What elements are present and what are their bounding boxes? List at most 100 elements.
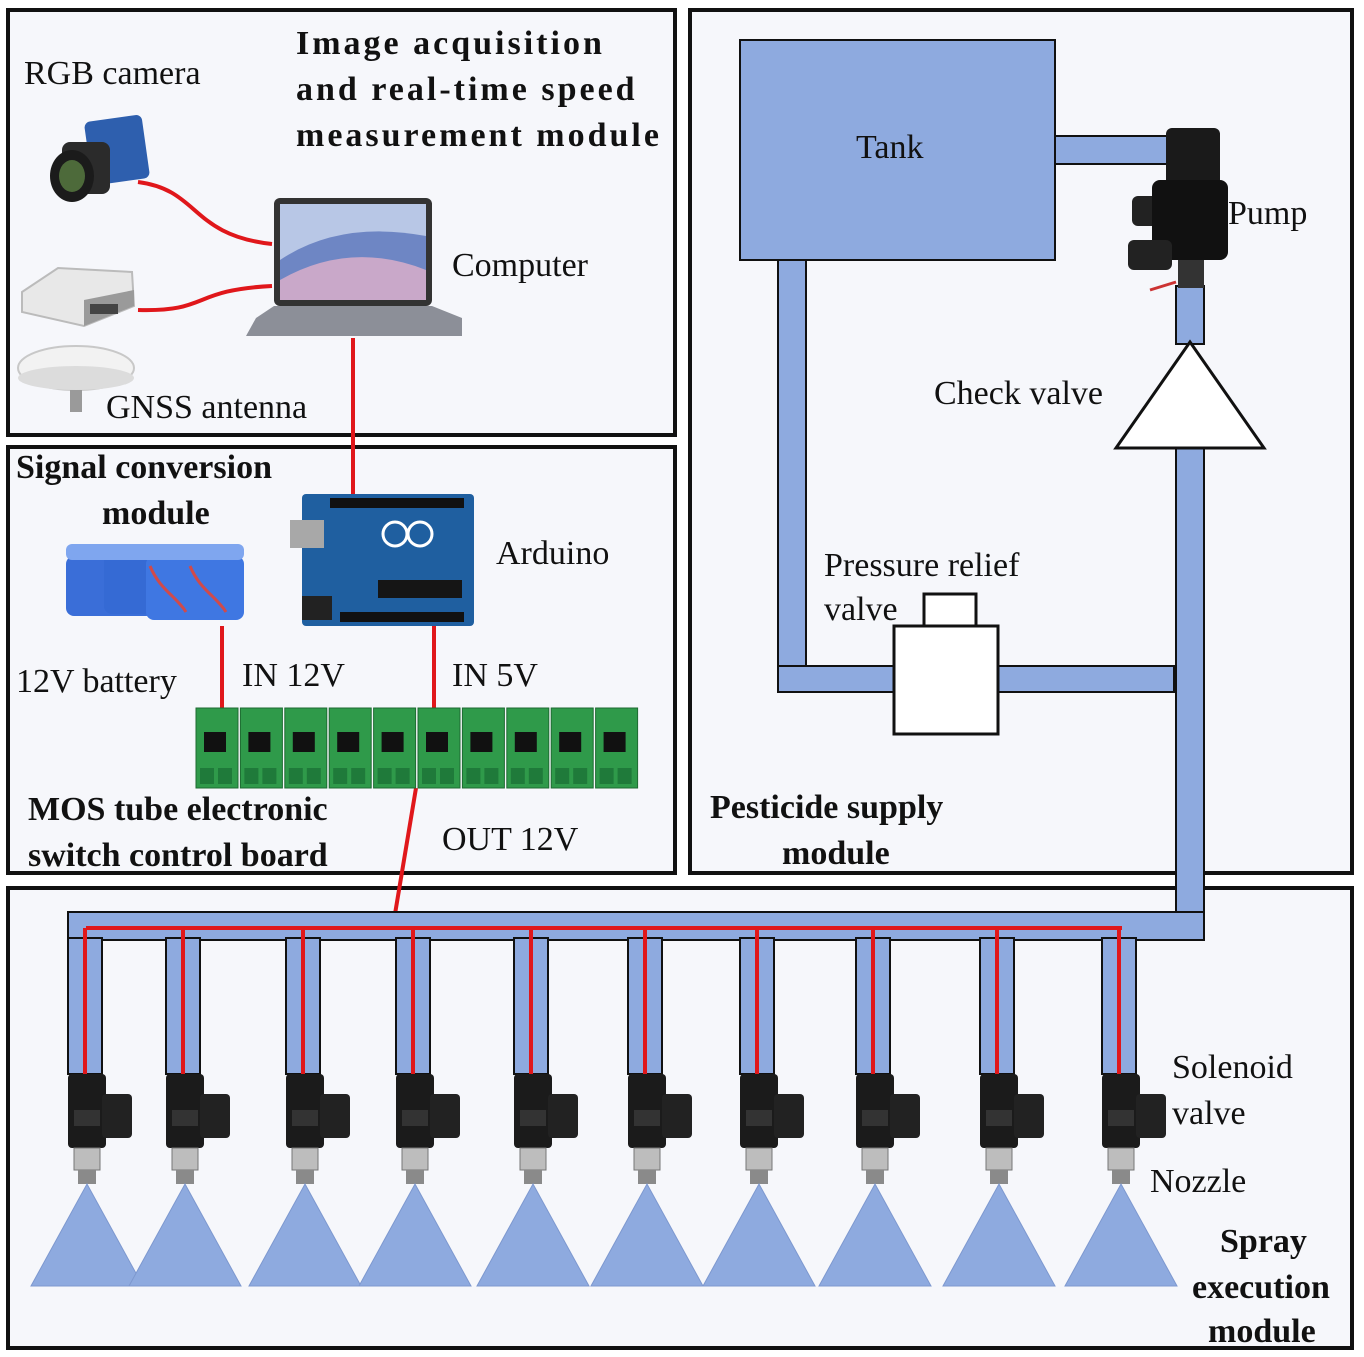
out12v-label: OUT 12V bbox=[442, 821, 579, 858]
arduino-label: Arduino bbox=[496, 535, 609, 572]
nozzle-icon bbox=[291, 1147, 319, 1184]
solenoid-valve-label: Solenoid valve bbox=[1172, 1049, 1293, 1132]
computer-icon bbox=[246, 198, 462, 336]
svg-text:Spray: Spray bbox=[1220, 1223, 1307, 1260]
mos-switch-board-icon bbox=[195, 707, 639, 789]
mos-switch-module bbox=[461, 707, 505, 789]
mos-switch-module bbox=[550, 707, 594, 789]
svg-text:measurement module: measurement module bbox=[296, 117, 662, 154]
spray-cone bbox=[248, 1182, 362, 1287]
svg-text:module: module bbox=[102, 495, 210, 532]
spray-unit bbox=[1064, 928, 1178, 1287]
mos-switch-module bbox=[373, 707, 417, 789]
solenoid-valve-icon bbox=[68, 1074, 132, 1148]
spray-unit bbox=[942, 928, 1056, 1287]
pump-icon bbox=[1128, 128, 1228, 292]
spray-unit bbox=[590, 928, 704, 1287]
spray-module-title: Spray execution module bbox=[1192, 1223, 1330, 1350]
svg-text:Solenoid: Solenoid bbox=[1172, 1049, 1293, 1086]
mos-switch-module bbox=[595, 707, 639, 789]
battery-icon bbox=[66, 544, 244, 620]
camera-cable bbox=[137, 180, 355, 500]
svg-text:Pressure relief: Pressure relief bbox=[824, 547, 1020, 584]
spray-cone bbox=[1064, 1182, 1178, 1287]
mos-switch-module bbox=[506, 707, 550, 789]
spray-unit bbox=[248, 928, 362, 1287]
svg-text:switch control board: switch control board bbox=[28, 837, 328, 874]
spray-cone bbox=[476, 1182, 590, 1287]
mos-switch-module bbox=[195, 707, 239, 789]
spray-cone bbox=[590, 1182, 704, 1287]
nozzle-label: Nozzle bbox=[1150, 1163, 1246, 1200]
spray-unit bbox=[818, 928, 932, 1287]
spray-unit bbox=[30, 928, 144, 1287]
solenoid-valve-icon bbox=[396, 1074, 460, 1148]
solenoid-valve-icon bbox=[514, 1074, 578, 1148]
solenoid-valve-icon bbox=[740, 1074, 804, 1148]
spray-unit bbox=[128, 928, 242, 1287]
gnss-receiver-icon bbox=[21, 266, 136, 328]
tank-label: Tank bbox=[856, 129, 924, 166]
pressure-relief-valve-label: Pressure relief valve bbox=[824, 547, 1020, 628]
nozzle-icon bbox=[985, 1147, 1013, 1184]
solenoid-valve-icon bbox=[628, 1074, 692, 1148]
image-module-title: Image acquisition and real-time speed me… bbox=[296, 25, 662, 154]
nozzle-icon bbox=[745, 1147, 773, 1184]
arduino-board-icon bbox=[290, 494, 474, 626]
pesticide-module-title: Pesticide supply module bbox=[710, 789, 943, 872]
pressure-relief-valve-icon bbox=[892, 592, 1000, 736]
solenoid-valve-icon bbox=[1102, 1074, 1166, 1148]
svg-text:Pesticide supply: Pesticide supply bbox=[710, 789, 943, 826]
mos-board-label: MOS tube electronic switch control board bbox=[28, 791, 328, 874]
nozzle-icon bbox=[861, 1147, 889, 1184]
nozzle-icon bbox=[171, 1147, 199, 1184]
svg-text:module: module bbox=[1208, 1313, 1316, 1350]
solenoid-valve-icon bbox=[286, 1074, 350, 1148]
mos-switch-module bbox=[417, 707, 461, 789]
in5v-label: IN 5V bbox=[452, 657, 538, 694]
nozzle-icon bbox=[519, 1147, 547, 1184]
pump-label: Pump bbox=[1228, 195, 1307, 232]
computer-label: Computer bbox=[452, 247, 589, 284]
solenoid-valve-icon bbox=[856, 1074, 920, 1148]
nozzle-icon bbox=[73, 1147, 101, 1184]
tank bbox=[739, 39, 1056, 261]
solenoid-valve-icon bbox=[166, 1074, 230, 1148]
spray-units bbox=[30, 928, 1178, 1287]
rgb-camera-label: RGB camera bbox=[24, 55, 201, 92]
check-valve-label: Check valve bbox=[934, 375, 1103, 412]
battery-label: 12V battery bbox=[16, 663, 177, 700]
spray-cone bbox=[818, 1182, 932, 1287]
solenoid-valve-icon bbox=[980, 1074, 1044, 1148]
gnss-antenna-label: GNSS antenna bbox=[106, 389, 307, 426]
in12v-label: IN 12V bbox=[242, 657, 345, 694]
svg-text:and real-time speed: and real-time speed bbox=[296, 71, 638, 108]
signal-module-title: Signal conversion module bbox=[16, 449, 272, 532]
spray-cone bbox=[702, 1182, 816, 1287]
rgb-camera-icon bbox=[50, 115, 150, 202]
power-wires bbox=[220, 626, 436, 921]
gnss-antenna-icon bbox=[17, 345, 135, 412]
spray-cone bbox=[358, 1182, 472, 1287]
nozzle-icon bbox=[633, 1147, 661, 1184]
spray-cone bbox=[942, 1182, 1056, 1287]
svg-text:valve: valve bbox=[824, 591, 898, 628]
nozzle-icon bbox=[1107, 1147, 1135, 1184]
spray-cone bbox=[128, 1182, 242, 1287]
mos-switch-module bbox=[284, 707, 328, 789]
svg-text:valve: valve bbox=[1172, 1095, 1246, 1132]
mos-switch-module bbox=[239, 707, 283, 789]
svg-text:Image acquisition: Image acquisition bbox=[296, 25, 605, 62]
svg-text:Signal conversion: Signal conversion bbox=[16, 449, 272, 486]
svg-text:module: module bbox=[782, 835, 890, 872]
check-valve-icon bbox=[1113, 339, 1267, 450]
mos-switch-module bbox=[328, 707, 372, 789]
nozzle-icon bbox=[401, 1147, 429, 1184]
spray-unit bbox=[476, 928, 590, 1287]
spray-unit bbox=[702, 928, 816, 1287]
spray-unit bbox=[358, 928, 472, 1287]
svg-text:MOS tube electronic: MOS tube electronic bbox=[28, 791, 328, 828]
spray-cone bbox=[30, 1182, 144, 1287]
svg-text:execution: execution bbox=[1192, 1269, 1330, 1306]
